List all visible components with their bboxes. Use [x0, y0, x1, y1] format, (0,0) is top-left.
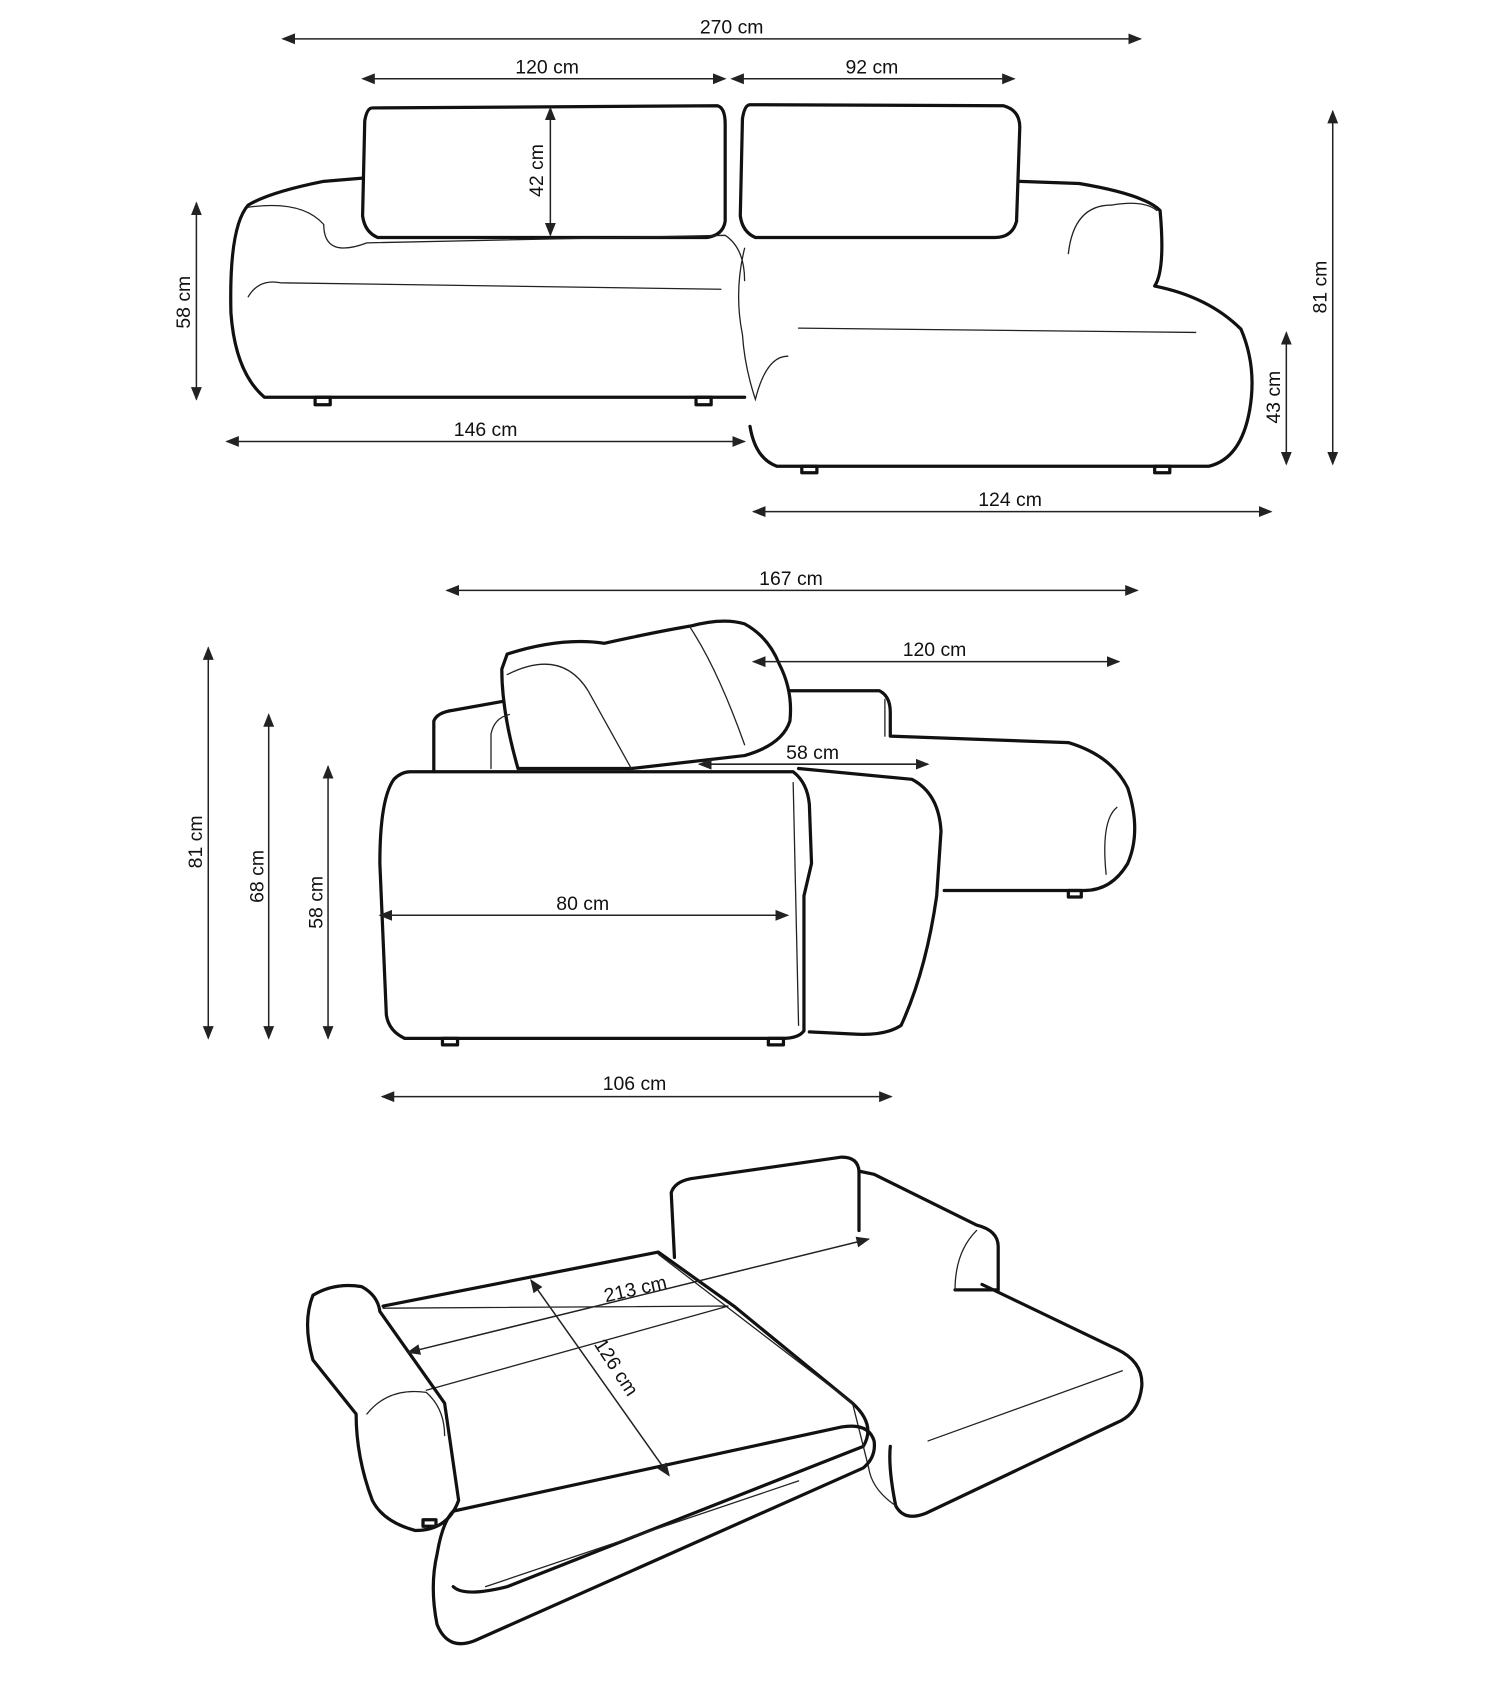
dimension-line [530, 1279, 670, 1477]
dimension-label: 106 cm [603, 1073, 667, 1095]
left-arm-bed [306, 1283, 461, 1533]
dimension-label: 92 cm [846, 56, 899, 78]
back-cushion [500, 619, 793, 771]
dimension-label: 213 cm [602, 1272, 669, 1308]
dimension-label: 146 cm [454, 419, 518, 441]
dimension-label: 167 cm [759, 568, 823, 590]
left-back-cushion [360, 104, 727, 240]
dimension-label: 120 cm [903, 639, 967, 661]
dimension-label: 126 cm [589, 1335, 642, 1400]
dimension-label: 81 cm [185, 815, 207, 868]
dimension-label: 68 cm [246, 850, 268, 903]
dimension-label: 58 cm [786, 742, 839, 764]
foot [1153, 464, 1172, 475]
sofa-side-view [378, 619, 1137, 1047]
sofa-front-view [229, 103, 1254, 475]
dimension-label: 58 cm [306, 876, 328, 929]
dimension-label: 43 cm [1263, 371, 1285, 424]
foot [694, 395, 713, 407]
front-arm [378, 770, 814, 1040]
seat-cushion-side [796, 766, 943, 1036]
foot [313, 395, 332, 407]
dimension-label: 81 cm [1309, 261, 1331, 314]
dimension-label: 124 cm [978, 489, 1042, 511]
dimension-label: 58 cm [173, 276, 195, 329]
right-arm-bed [857, 1169, 1000, 1292]
front-bolster-bed [431, 1424, 877, 1646]
foot [1066, 888, 1083, 899]
foot [800, 464, 819, 475]
foot [440, 1036, 460, 1047]
sofa-bed-view [306, 1155, 1144, 1646]
dimension-label: 80 cm [556, 893, 609, 915]
dimension-label: 42 cm [526, 144, 548, 197]
rear-arm [432, 699, 504, 774]
chaise-side [788, 689, 1137, 893]
left-seat-outline [229, 176, 747, 399]
back-cushion-bed [669, 1155, 861, 1260]
dimension-label: 270 cm [700, 16, 764, 38]
foot [766, 1036, 786, 1047]
foot [421, 1518, 438, 1528]
bed-mattress [381, 1250, 870, 1594]
dimension-label: 120 cm [515, 56, 579, 78]
right-back-cushion [738, 103, 1022, 240]
chaise-bed [888, 1282, 1144, 1518]
chaise-outline [748, 179, 1254, 468]
